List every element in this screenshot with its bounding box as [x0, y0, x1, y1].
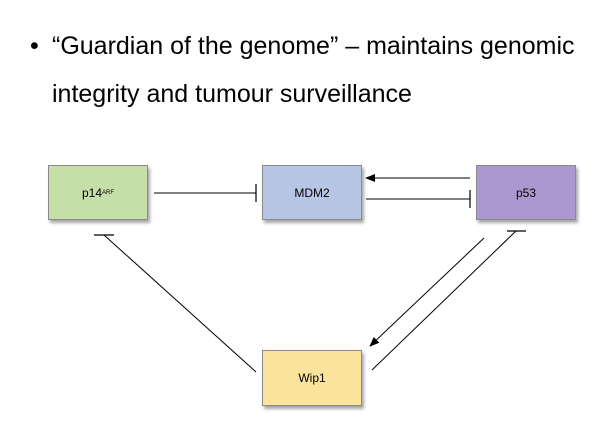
node-mdm2-label: MDM2 — [294, 185, 330, 200]
node-p53-label: p53 — [515, 185, 537, 200]
node-p14arf-superscript: ARF — [102, 189, 115, 196]
edge-p53-activates-wip1 — [369, 237, 485, 347]
edge-p14-inhibits-mdm2 — [154, 184, 257, 202]
node-mdm2: MDM2 — [262, 165, 362, 220]
bullet-line-1: • “Guardian of the genome” – maintains g… — [30, 22, 600, 70]
node-wip1: Wip1 — [262, 350, 362, 406]
bullet-dot-icon: • — [30, 32, 39, 60]
node-wip1-label: Wip1 — [298, 371, 326, 385]
bullet-text-line-1: “Guardian of the genome” – maintains gen… — [52, 32, 575, 60]
bullet-text-line-2: integrity and tumour surveillance — [52, 80, 412, 108]
edge-wip1-inhibits-p14 — [94, 234, 257, 373]
edge-mdm2-inhibits-p53 — [366, 190, 471, 208]
node-p53: p53 — [476, 165, 576, 220]
node-p14arf-label: p14 — [81, 185, 103, 200]
bullet-text: • “Guardian of the genome” – maintains g… — [30, 22, 600, 118]
edge-wip1-inhibits-p53 — [371, 230, 526, 371]
